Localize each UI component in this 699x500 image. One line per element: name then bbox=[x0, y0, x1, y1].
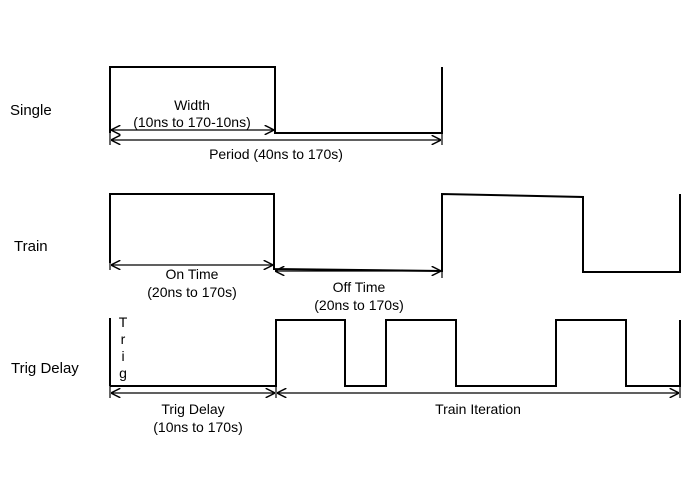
on-time-range: (20ns to 170s) bbox=[147, 284, 237, 300]
on-time-title: On Time bbox=[165, 266, 219, 282]
train-waveform bbox=[109, 192, 681, 273]
period-label: Period (40ns to 170s) bbox=[209, 146, 343, 162]
trig-delay-title: Trig Delay bbox=[161, 401, 225, 417]
single-waveform bbox=[109, 66, 443, 134]
width-title: Width bbox=[174, 97, 210, 113]
trig-letter: g bbox=[119, 365, 127, 381]
trig-delay-waveform bbox=[110, 319, 681, 387]
off-time-title: Off Time bbox=[332, 279, 386, 295]
row-label-trig-delay: Trig Delay bbox=[11, 360, 79, 377]
width-range: (10ns to 170-10ns) bbox=[133, 114, 251, 130]
row-label-train: Train bbox=[14, 238, 48, 255]
row-label-single: Single bbox=[10, 102, 52, 119]
off-time-range: (20ns to 170s) bbox=[314, 297, 404, 313]
trig-letter: r bbox=[120, 331, 126, 347]
trig-vertical-text: T r i g bbox=[117, 314, 129, 382]
trig-letter: T bbox=[118, 314, 128, 330]
trig-delay-range: (10ns to 170s) bbox=[153, 419, 243, 435]
trig-letter: i bbox=[121, 348, 125, 364]
train-iteration-label: Train Iteration bbox=[435, 401, 521, 417]
